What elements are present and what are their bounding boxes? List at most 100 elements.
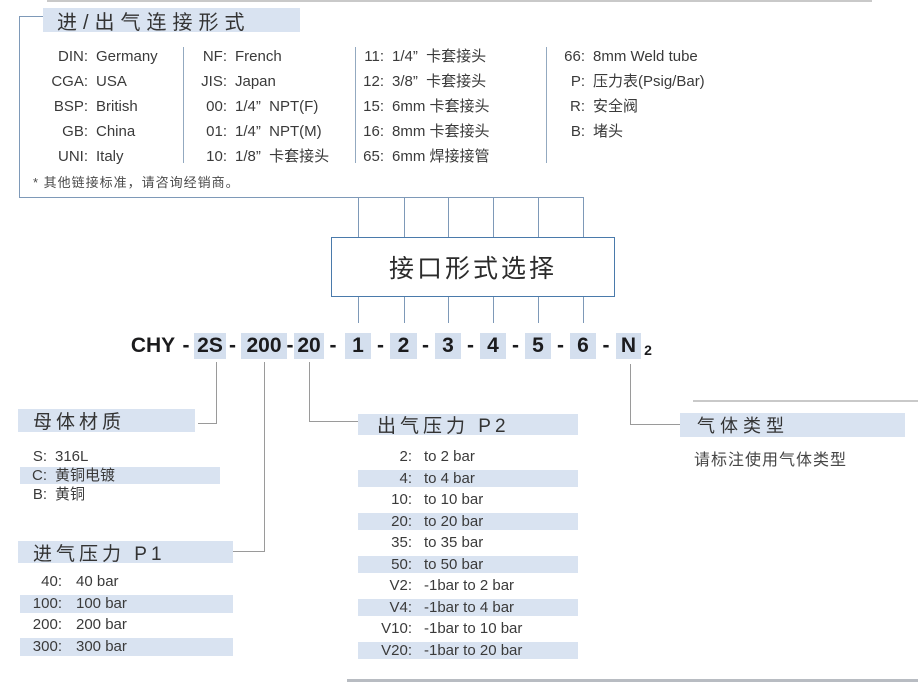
- code-inlet-pressure: 200: [241, 333, 287, 359]
- outlet-pressure-option: 35: to 35 bar: [358, 534, 578, 551]
- option-code: JIS:: [201, 73, 227, 90]
- outlet-pressure-option: 2: to 2 bar: [358, 448, 578, 465]
- connection-option: DIN: Germany: [30, 44, 190, 69]
- outlet-pressure-option: V20: -1bar to 20 bar: [358, 641, 578, 659]
- code-port-5: 5: [525, 333, 551, 359]
- connector-line: [216, 362, 217, 424]
- column-divider: [355, 47, 356, 163]
- option-code: 01:: [206, 123, 227, 140]
- inlet-pressure-option: 200: 200 bar: [20, 616, 233, 634]
- material-option: S: 316L: [20, 448, 220, 465]
- option-label: 1/8” 卡套接头: [235, 148, 330, 165]
- code-dash: -: [602, 334, 610, 357]
- connection-option: 66: 8mm Weld tube: [556, 44, 756, 69]
- option-code: 20:: [391, 512, 412, 530]
- code-dash: -: [422, 334, 429, 357]
- option-label: Japan: [235, 73, 276, 90]
- connector-line: [448, 198, 449, 237]
- option-code: 12:: [363, 73, 384, 90]
- footnote: * 其他链接标准，请咨询经销商。: [33, 175, 240, 190]
- option-label: to 20 bar: [424, 512, 484, 530]
- option-code: NF:: [202, 48, 227, 65]
- connector-line: [583, 198, 584, 237]
- connector-line: [404, 198, 405, 237]
- outlet-pressure-list: 2: to 2 bar 4: to 4 bar 10: to 10 bar 20…: [358, 448, 578, 663]
- option-label: -1bar to 10 bar: [424, 620, 523, 637]
- connector-line: [264, 362, 265, 551]
- option-label: 200 bar: [76, 616, 127, 633]
- code-dash: -: [377, 334, 384, 357]
- section-title-gas-type: 气体类型: [680, 413, 905, 437]
- option-label: 8mm 卡套接头: [392, 123, 490, 140]
- code-gas: N: [616, 333, 641, 359]
- option-code: 100:: [32, 594, 62, 612]
- option-code: V2:: [389, 577, 412, 594]
- connection-option: UNI: Italy: [30, 144, 190, 169]
- connector-line: [358, 295, 359, 323]
- connection-option: 01: 1/4” NPT(M): [195, 119, 355, 144]
- option-code: 00:: [206, 98, 227, 115]
- option-label: Italy: [96, 148, 124, 165]
- section-title-connection: 进/出气连接形式: [43, 8, 300, 34]
- connection-option: BSP: British: [30, 94, 190, 119]
- option-label: 黄铜: [55, 486, 86, 503]
- top-edge-strip: [47, 0, 872, 2]
- option-label: 堵头: [593, 123, 624, 140]
- connection-option: 16: 8mm 卡套接头: [356, 119, 544, 144]
- connector-line: [630, 364, 631, 425]
- code-port-6: 6: [570, 333, 596, 359]
- code-dash: -: [182, 334, 190, 357]
- option-label: 压力表(Psig/Bar): [593, 73, 705, 90]
- box-bottom-border: [19, 197, 584, 198]
- connection-option: NF: French: [195, 44, 355, 69]
- right-edge-strip: [693, 400, 918, 402]
- option-code: 65:: [363, 148, 384, 165]
- option-code: DIN:: [58, 48, 88, 65]
- code-dash: -: [467, 334, 474, 357]
- option-label: 黄铜电镀: [55, 467, 116, 484]
- option-label: -1bar to 4 bar: [424, 598, 515, 616]
- option-code: 15:: [363, 98, 384, 115]
- option-code: R:: [570, 98, 585, 115]
- outlet-pressure-option: V2: -1bar to 2 bar: [358, 577, 578, 594]
- option-code: V20:: [381, 641, 412, 659]
- option-label: 8mm Weld tube: [593, 48, 698, 65]
- connection-option: 00: 1/4” NPT(F): [195, 94, 355, 119]
- option-code: B:: [32, 486, 47, 503]
- option-code: 11:: [364, 48, 384, 65]
- section-title-text: 进/出气连接形式: [57, 11, 251, 34]
- code-port-4: 4: [480, 333, 506, 359]
- connection-option: 65: 6mm 焊接接管: [356, 144, 544, 169]
- option-label: to 50 bar: [424, 555, 484, 573]
- option-label: 1/4” 卡套接头: [392, 48, 487, 65]
- option-code: 200:: [32, 616, 62, 633]
- gas-type-note: 请标注使用气体类型: [694, 452, 848, 469]
- connection-option: B: 堵头: [556, 119, 756, 144]
- connection-option: R: 安全阀: [556, 94, 756, 119]
- code-prefix: CHY: [130, 334, 176, 357]
- connection-option: 10: 1/8” 卡套接头: [195, 144, 355, 169]
- connector-line: [493, 198, 494, 237]
- option-label: French: [235, 48, 282, 65]
- option-code: S:: [32, 448, 47, 465]
- connector-line: [583, 295, 584, 323]
- section-title-outlet-pressure: 出气压力 P2: [358, 414, 578, 437]
- code-material: 2S: [194, 333, 226, 359]
- code-dash: -: [329, 334, 337, 357]
- option-code: B:: [570, 123, 585, 140]
- connector-line: [233, 551, 265, 552]
- connection-column-1: DIN: Germany CGA: USA BSP: British GB: C…: [30, 44, 190, 169]
- outlet-pressure-option: V4: -1bar to 4 bar: [358, 598, 578, 616]
- option-label: to 35 bar: [424, 534, 484, 551]
- option-code: 2:: [399, 448, 412, 465]
- connector-line: [630, 424, 680, 425]
- connector-line: [404, 295, 405, 323]
- option-label: -1bar to 20 bar: [424, 641, 523, 659]
- inlet-pressure-list: 40: 40 bar 100: 100 bar 200: 200 bar 300…: [20, 573, 233, 659]
- option-code: 10:: [206, 148, 227, 165]
- option-code: 16:: [363, 123, 384, 140]
- section-title-inlet-pressure: 进气压力 P1: [18, 541, 233, 565]
- outlet-pressure-option: 10: to 10 bar: [358, 491, 578, 508]
- option-label: 100 bar: [76, 594, 127, 612]
